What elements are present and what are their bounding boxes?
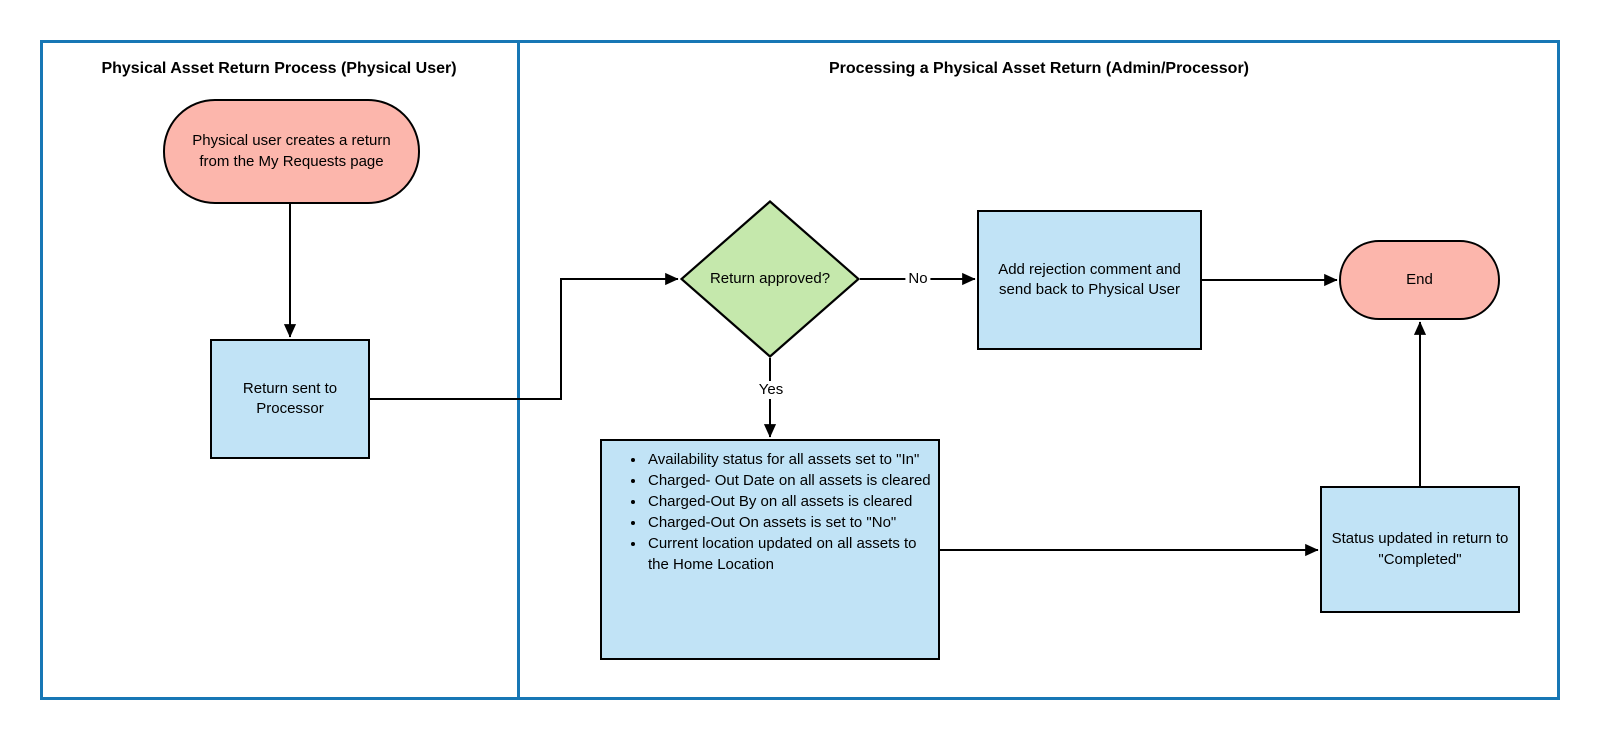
decision-diamond-shape [680, 200, 860, 358]
end-node: End [1339, 240, 1500, 320]
lane-title-physical-user: Physical Asset Return Process (Physical … [101, 60, 457, 77]
diagram-frame [40, 40, 1560, 700]
update-assets-item: Current location updated on all assets t… [646, 533, 932, 575]
update-assets-node: Availability status for all assets set t… [600, 439, 940, 660]
status-updated-node: Status updated in return to "Completed" [1320, 486, 1520, 613]
update-assets-list: Availability status for all assets set t… [602, 449, 932, 575]
update-assets-item: Availability status for all assets set t… [646, 449, 932, 470]
update-assets-item: Charged- Out Date on all assets is clear… [646, 470, 932, 491]
decision-node: Return approved? [680, 200, 860, 358]
update-assets-item: Charged-Out On assets is set to "No" [646, 512, 932, 533]
return-sent-node: Return sent to Processor [210, 339, 370, 459]
status-updated-node-label: Status updated in return to "Completed" [1331, 530, 1509, 568]
reject-node: Add rejection comment and send back to P… [977, 210, 1202, 350]
start-node: Physical user creates a return from the … [163, 99, 420, 204]
return-sent-node-label: Return sent to Processor [242, 379, 338, 417]
update-assets-item: Charged-Out By on all assets is cleared [646, 491, 932, 512]
lane-title-admin-processor: Processing a Physical Asset Return (Admi… [829, 60, 1249, 77]
edge-label-yes: Yes [755, 381, 787, 399]
decision-node-label: Return approved? [709, 269, 831, 287]
lane-divider [517, 40, 520, 700]
end-node-label: End [1406, 270, 1433, 288]
reject-node-label: Add rejection comment and send back to P… [998, 260, 1181, 298]
edge-label-no: No [905, 270, 931, 288]
start-node-label: Physical user creates a return from the … [192, 132, 391, 170]
